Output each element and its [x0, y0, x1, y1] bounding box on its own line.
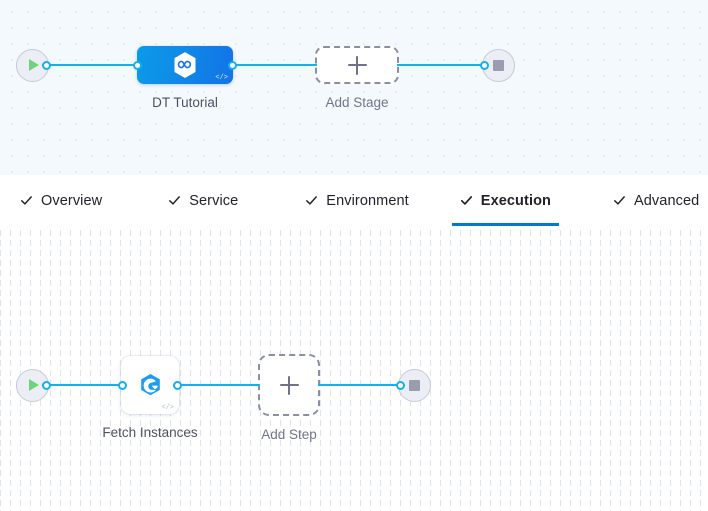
stage-node-in-port[interactable]: [133, 60, 142, 70]
execution-tabbar: Overview Service Environment Execution A: [0, 175, 708, 227]
tab-overview-label: Overview: [41, 192, 103, 209]
step-node-in-port[interactable]: [118, 380, 127, 390]
stage-link-1: [49, 63, 135, 67]
step-node-label: Fetch Instances: [102, 425, 198, 440]
tab-advanced[interactable]: Advanced: [609, 175, 703, 226]
stop-icon: [409, 379, 420, 391]
step-link-1: [49, 383, 120, 387]
step-node-wrap: </> Fetch Instances: [102, 356, 198, 440]
play-icon: [29, 59, 39, 71]
tab-service[interactable]: Service: [164, 175, 242, 226]
add-step-button[interactable]: [258, 354, 320, 416]
harness-e-icon: [140, 373, 160, 395]
tab-service-label: Service: [189, 192, 239, 209]
plus-icon: [279, 375, 299, 395]
add-stage-button[interactable]: [315, 46, 399, 84]
check-icon: [169, 196, 181, 205]
step-pipeline-row: </> Fetch Instances Add Step: [16, 354, 431, 442]
stage-canvas[interactable]: </> DT Tutorial Add Stage: [0, 0, 708, 175]
stage-link-2: [235, 63, 317, 67]
step-canvas[interactable]: </> Fetch Instances Add Step: [0, 226, 708, 511]
check-icon: [21, 196, 32, 205]
tab-environment[interactable]: Environment: [301, 175, 413, 226]
code-badge-icon: </>: [215, 74, 228, 82]
stage-node-wrap: </> DT Tutorial: [137, 46, 233, 110]
stage-pipeline-row: </> DT Tutorial Add Stage: [16, 46, 515, 110]
step-start-port[interactable]: [42, 380, 51, 390]
stage-node-label: DT Tutorial: [152, 95, 218, 110]
stage-node-out-port[interactable]: [228, 60, 237, 70]
add-step-wrap: Add Step: [258, 354, 320, 442]
step-link-3: [318, 383, 398, 387]
stage-link-3: [397, 63, 482, 67]
tab-advanced-label: Advanced: [634, 192, 700, 209]
check-icon: [460, 196, 472, 205]
hexagon-infinity-icon: [174, 52, 196, 78]
add-stage-wrap: Add Stage: [315, 46, 399, 110]
step-end-port[interactable]: [396, 380, 405, 390]
code-badge-icon: </>: [161, 404, 174, 412]
stage-end-port[interactable]: [480, 60, 489, 70]
tab-execution[interactable]: Execution: [451, 175, 560, 226]
tab-overview[interactable]: Overview: [16, 175, 106, 226]
step-node-fetch-instances[interactable]: </>: [121, 356, 179, 414]
play-icon: [29, 379, 39, 391]
stop-icon: [493, 59, 504, 71]
check-icon: [306, 196, 318, 205]
add-step-label: Add Step: [261, 427, 317, 442]
check-icon: [614, 196, 625, 205]
step-link-2: [180, 383, 260, 387]
add-stage-label: Add Stage: [325, 95, 389, 110]
tab-execution-label: Execution: [480, 192, 551, 209]
plus-icon: [347, 55, 367, 75]
step-node-out-port[interactable]: [173, 380, 182, 390]
stage-node-dt-tutorial[interactable]: </>: [137, 46, 233, 84]
stage-start-port[interactable]: [42, 60, 51, 70]
tab-environment-label: Environment: [326, 192, 409, 209]
